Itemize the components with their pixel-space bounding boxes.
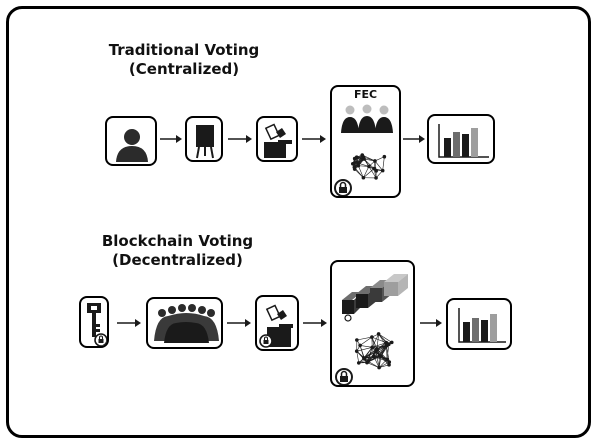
- key-step-box: [79, 296, 109, 348]
- key-icon: [87, 303, 107, 346]
- blockchain-results-box: [446, 298, 512, 350]
- fec-central-box: [330, 85, 401, 198]
- traditional-title: Traditional Voting: [108, 41, 260, 59]
- blockchain-central-box: [330, 260, 415, 387]
- ballot-board-step-box: [185, 116, 223, 162]
- diagram-frame: [6, 6, 591, 438]
- arrow-4: [403, 135, 425, 143]
- voter-step-box: [105, 116, 157, 166]
- arrow-6: [227, 319, 251, 327]
- network-icon: [354, 332, 394, 370]
- arrow-8: [420, 319, 442, 327]
- bar-chart-icon: [458, 308, 506, 343]
- arrow-1: [160, 135, 182, 143]
- blockchain-blocks-icon: [342, 274, 408, 322]
- bar-chart-icon: [438, 124, 489, 158]
- arrow-2: [228, 135, 252, 143]
- blockchain-title: Blockchain Voting: [101, 232, 254, 250]
- blockchain-central-graphic: [335, 274, 408, 385]
- ballot-box-step-box: [256, 116, 298, 162]
- arrow-7: [303, 319, 327, 327]
- blockchain-heading: Blockchain Voting (Decentralized): [95, 232, 260, 270]
- ballot-box-icon: [259, 304, 293, 348]
- crowd-step-box: [146, 297, 223, 349]
- blockchain-subtitle: (Decentralized): [112, 251, 243, 269]
- network-icon: [350, 153, 387, 180]
- traditional-central-graphic: [334, 104, 393, 196]
- voter-person-icon: [116, 129, 148, 162]
- traditional-heading: Traditional Voting (Centralized): [98, 41, 270, 79]
- arrow-3: [302, 135, 326, 143]
- arrow-5: [117, 319, 141, 327]
- lock-icon: [335, 368, 353, 385]
- secure-ballot-step-box: [255, 295, 299, 351]
- traditional-results-box: [427, 114, 495, 164]
- fec-label: FEC: [354, 88, 378, 101]
- voters-group-icon: [341, 104, 393, 133]
- ballot-box-icon: [264, 123, 292, 158]
- lock-icon: [334, 179, 352, 196]
- crowd-icon: [154, 304, 219, 343]
- ballot-board-icon: [196, 125, 214, 159]
- traditional-subtitle: (Centralized): [128, 60, 240, 78]
